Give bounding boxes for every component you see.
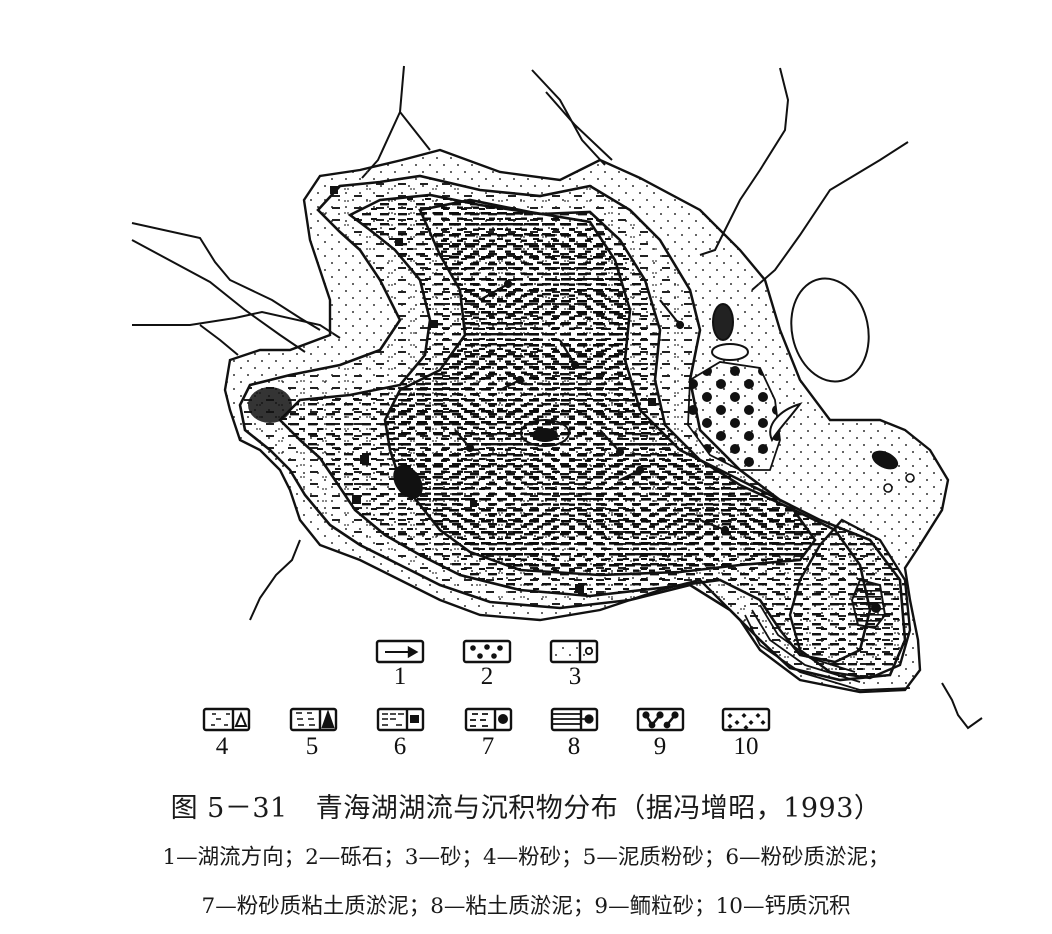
legend-swatch-muddy-silt xyxy=(289,707,338,732)
legend-swatch-silt xyxy=(202,707,251,732)
legend-label-10: 10 xyxy=(733,733,759,760)
legend-label-2: 2 xyxy=(480,663,494,690)
southeast-contours xyxy=(744,604,911,691)
legend-label-9: 9 xyxy=(653,733,667,760)
shore-markers xyxy=(330,186,656,593)
legend-label-5: 5 xyxy=(305,733,319,760)
figure-number: 图 5－31 xyxy=(170,793,288,824)
legend-label-1: 1 xyxy=(393,663,407,690)
legend-explanation-line-2: 7—粉砂质粘土质淤泥；8—粘土质淤泥；9—鲕粒砂；10—钙质沉积 xyxy=(201,894,851,919)
figure-caption-title: 图 5－31 青海湖湖流与沉积物分布（据冯增昭，1993） xyxy=(0,786,1052,825)
current-arrows xyxy=(454,279,730,535)
figure-title: 青海湖湖流与沉积物分布（据冯增昭，1993） xyxy=(315,793,882,824)
legend-explanation-line-1: 1—湖流方向；2—砾石；3—砂；4—粉砂；5—泥质粉砂；6—粉砂质淤泥； xyxy=(162,845,890,870)
legend-swatch-sand xyxy=(549,639,599,664)
legend-label-7: 7 xyxy=(481,733,495,760)
legend-swatch-clayey-mud xyxy=(550,707,599,732)
legend-label-3: 3 xyxy=(568,663,582,690)
legend-label-4: 4 xyxy=(215,733,229,760)
legend-label-6: 6 xyxy=(393,733,407,760)
legend-swatch-silty-clayey-mud xyxy=(464,707,513,732)
legend-swatch-gravel xyxy=(462,639,512,664)
gravel-zone-east xyxy=(687,361,781,471)
legend-swatch-calcareous-deposit xyxy=(721,707,771,732)
legend-label-8: 8 xyxy=(567,733,581,760)
rivers xyxy=(131,65,983,730)
legend xyxy=(202,639,771,732)
legend-swatch-current-direction xyxy=(375,639,425,664)
clay-silt-lens-southeast xyxy=(850,578,887,630)
legend-swatch-silty-mud xyxy=(376,707,425,732)
legend-swatch-oolitic-sand xyxy=(636,707,685,732)
lake-southeast-lobe xyxy=(788,518,912,680)
